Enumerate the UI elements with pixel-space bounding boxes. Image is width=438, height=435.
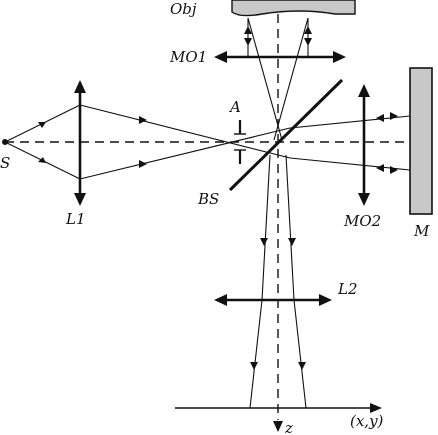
aperture-a — [234, 120, 246, 164]
label-mirror: M — [413, 222, 430, 240]
beam-splitter — [228, 78, 344, 192]
ray — [285, 154, 295, 301]
label-mo2: MO2 — [343, 212, 381, 230]
label-lens1: L1 — [65, 210, 86, 228]
ray — [293, 299, 307, 409]
lens-mo1 — [214, 51, 346, 63]
label-beamsplitter: BS — [197, 190, 219, 208]
label-mo1: MO1 — [169, 48, 207, 66]
ray — [79, 104, 291, 159]
mirror-m — [409, 67, 433, 215]
image-plane-arrow — [370, 403, 382, 413]
lens-l2 — [214, 294, 332, 306]
ray — [261, 154, 271, 301]
ray-direction-arrows — [38, 26, 398, 370]
object-sample — [231, 0, 356, 17]
lens-l1 — [74, 80, 86, 206]
lens-mo2 — [358, 84, 370, 206]
label-aperture: A — [228, 98, 241, 116]
label-plane-xy: (x,y) — [350, 412, 384, 430]
ray — [273, 17, 309, 141]
ray — [249, 299, 263, 409]
ray — [79, 127, 291, 180]
label-obj: Obj — [170, 0, 197, 18]
label-source: S — [0, 154, 10, 172]
label-lens2: L2 — [337, 280, 358, 298]
ray — [247, 17, 283, 141]
z-axis-arrow — [273, 421, 283, 432]
label-axis-z: z — [284, 419, 293, 435]
